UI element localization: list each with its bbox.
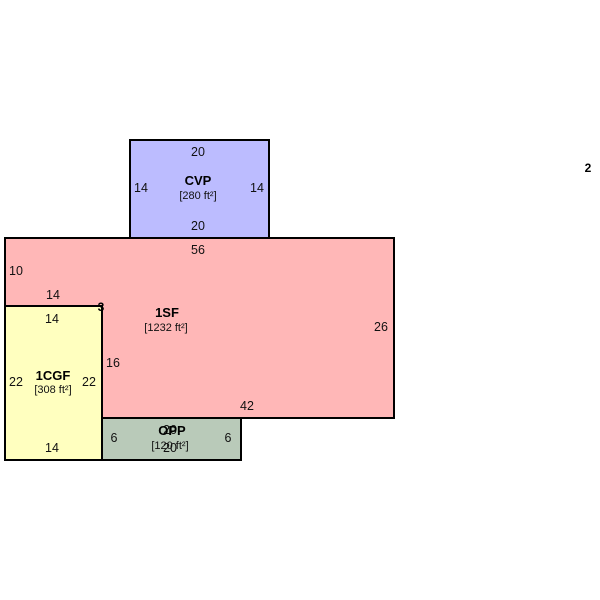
cgf-dim-top: 14 (45, 312, 59, 326)
cgf-polygon[interactable] (4, 305, 103, 461)
cgf-dim-left: 22 (9, 375, 23, 389)
cgf-area: [308 ft²] (34, 384, 71, 396)
sf-dim-step-v: 16 (106, 356, 120, 370)
cvp-dim-left: 14 (134, 181, 148, 195)
cvp-area: [280 ft²] (179, 190, 216, 202)
cvp-dim-top: 20 (191, 145, 205, 159)
area-opp[interactable]: 20 6 6 20 OPP [120 ft²] (101, 417, 242, 461)
opp-dim-top: 20 (163, 423, 177, 437)
opp-dim-left: 6 (111, 431, 118, 445)
cgf-dim-bottom: 14 (45, 441, 59, 455)
opp-label: OPP (158, 423, 186, 438)
cgf-label: 1CGF (36, 368, 71, 383)
sf-dim-top: 56 (191, 243, 205, 257)
cvp-dim-bottom: 20 (191, 219, 205, 233)
area-1cgf[interactable]: 14 22 22 14 1CGF [308 ft²] (4, 305, 103, 461)
sf-area: [1232 ft²] (144, 322, 187, 334)
cgf-dim-right: 22 (82, 375, 96, 389)
sf-dim-left: 10 (9, 264, 23, 278)
marker-2: 2 (585, 161, 592, 175)
cvp-polygon[interactable] (129, 139, 270, 239)
opp-area: [120 ft²] (151, 440, 188, 452)
opp-polygon[interactable] (101, 417, 242, 461)
sf-dim-right: 26 (374, 320, 388, 334)
sf-dim-step-h: 14 (46, 288, 60, 302)
opp-dim-bottom: 20 (163, 441, 177, 455)
cvp-label: CVP (185, 173, 212, 188)
cvp-dim-right: 14 (250, 181, 264, 195)
marker-3: 3 (98, 300, 105, 314)
opp-dim-right: 6 (225, 431, 232, 445)
area-cvp[interactable]: 20 14 14 20 CVP [280 ft²] (129, 139, 270, 239)
sf-dim-bottom: 42 (240, 399, 254, 413)
sf-label: 1SF (155, 305, 179, 320)
